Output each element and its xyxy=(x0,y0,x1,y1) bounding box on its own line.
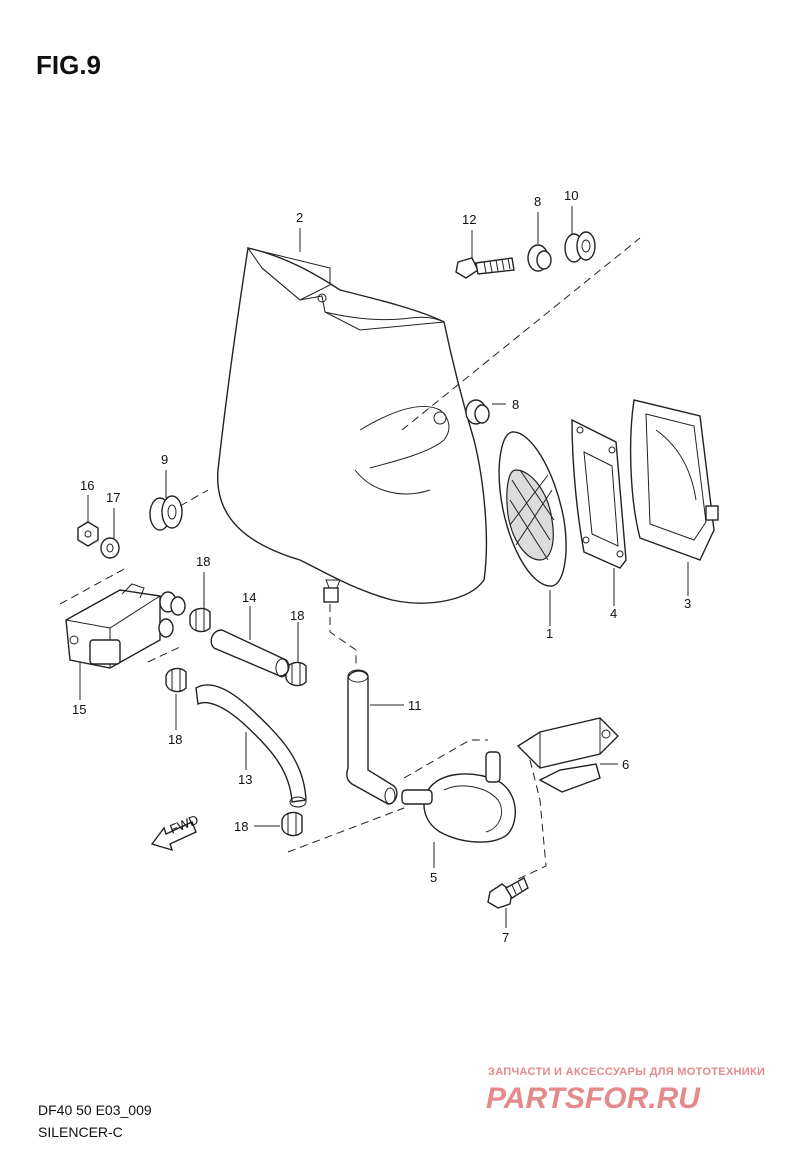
callout-18-c: 18 xyxy=(168,732,182,747)
part-18-clamp-b[interactable] xyxy=(285,661,307,687)
part-17-washer[interactable] xyxy=(100,537,120,559)
part-2-silencer-case[interactable] xyxy=(217,247,488,604)
watermark-tagline: ЗАПЧАСТИ И АКСЕССУАРЫ ДЛЯ МОТОТЕХНИКИ xyxy=(488,1066,766,1078)
callout-5: 5 xyxy=(430,870,437,885)
callout-11: 11 xyxy=(408,698,422,713)
callout-18-a: 18 xyxy=(196,554,210,569)
callout-12: 12 xyxy=(462,212,476,227)
part-9-grommet[interactable] xyxy=(149,495,183,531)
leader-lines xyxy=(79,206,689,928)
part-7-bolt[interactable] xyxy=(487,877,529,909)
callout-18-b: 18 xyxy=(290,608,304,623)
callout-16: 16 xyxy=(80,478,94,493)
part-8-collar-lower[interactable] xyxy=(465,399,490,425)
part-18-clamp-c[interactable] xyxy=(165,667,187,693)
part-14-hose-short[interactable] xyxy=(210,629,290,678)
part-18-clamp-d[interactable] xyxy=(281,811,303,837)
watermark-logo-text: PARTSFOR.RU xyxy=(486,1082,701,1114)
part-6-bracket[interactable] xyxy=(516,717,619,793)
watermark-logo: PARTSFOR.RU xyxy=(486,1082,701,1114)
callout-17: 17 xyxy=(106,490,120,505)
alignment-lines xyxy=(59,237,641,881)
callout-10: 10 xyxy=(564,188,578,203)
callout-3: 3 xyxy=(684,596,691,611)
callout-6: 6 xyxy=(622,757,629,772)
part-12-bolt[interactable] xyxy=(455,257,515,279)
section-name: SILENCER-C xyxy=(38,1124,123,1140)
part-8-collar-upper[interactable] xyxy=(527,244,552,272)
part-13-hose-bent[interactable] xyxy=(195,684,307,808)
callouts: 2 12 8 10 8 9 16 17 1 4 3 18 14 18 15 18… xyxy=(72,188,691,945)
arrow-left-icon xyxy=(150,821,197,852)
part-18-clamp-a[interactable] xyxy=(189,607,211,633)
part-5-valve[interactable] xyxy=(401,751,516,843)
callout-15: 15 xyxy=(72,702,86,717)
part-15-valve[interactable] xyxy=(65,583,186,669)
callout-7: 7 xyxy=(502,930,509,945)
callout-9: 9 xyxy=(161,452,168,467)
part-11-hose[interactable] xyxy=(346,669,398,805)
callout-13: 13 xyxy=(238,772,252,787)
callout-1: 1 xyxy=(546,626,553,641)
model-code: DF40 50 E03_009 xyxy=(38,1102,152,1118)
part-10-grommet[interactable] xyxy=(564,231,596,263)
callout-4: 4 xyxy=(610,606,617,621)
callout-8-lower: 8 xyxy=(512,397,519,412)
callout-8: 8 xyxy=(534,194,541,209)
figure-title: FIG.9 xyxy=(36,50,102,80)
fwd-arrow: FWD xyxy=(150,812,201,852)
callout-18-d: 18 xyxy=(234,819,248,834)
part-4-gasket[interactable] xyxy=(571,418,627,569)
part-1-screen-mesh[interactable] xyxy=(498,431,567,587)
part-3-intake-duct[interactable] xyxy=(629,399,719,561)
callout-2: 2 xyxy=(296,210,303,225)
part-16-nut[interactable] xyxy=(77,521,99,547)
callout-14: 14 xyxy=(242,590,256,605)
